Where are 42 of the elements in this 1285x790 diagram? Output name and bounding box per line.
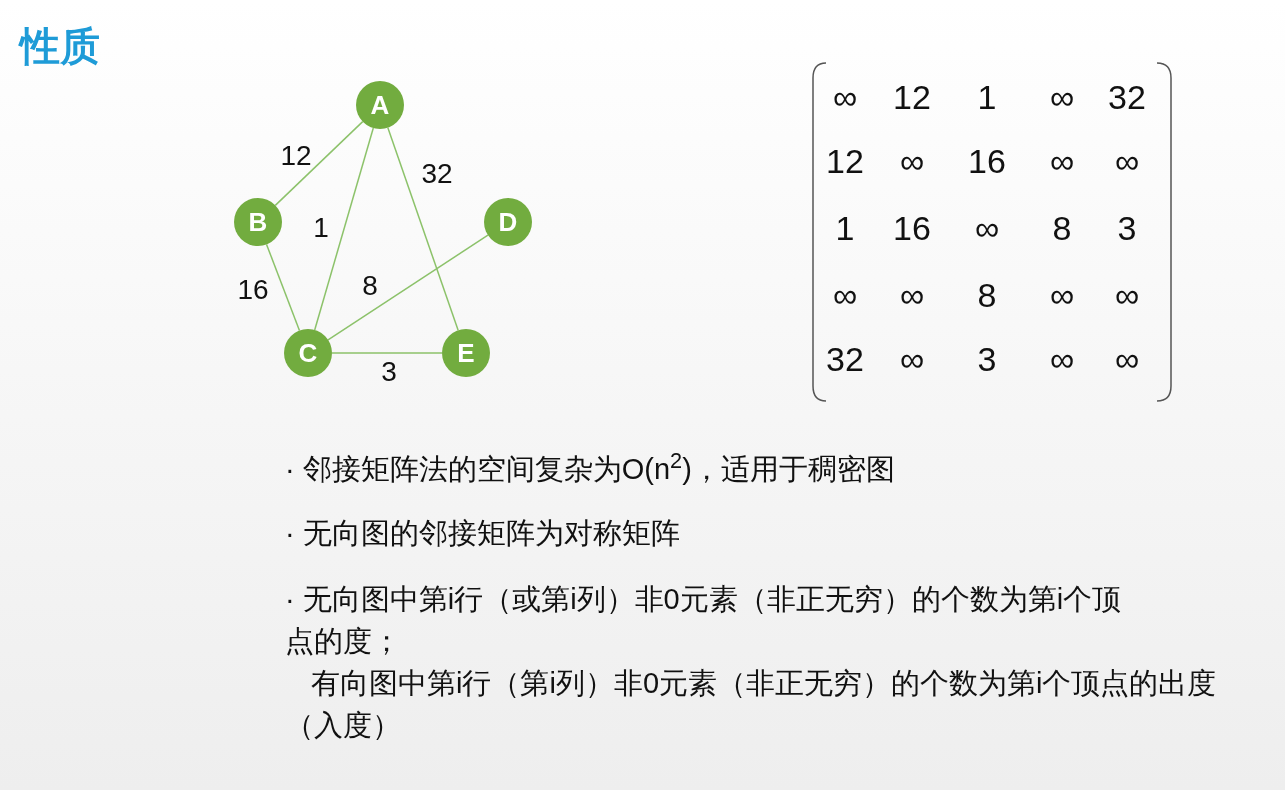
matrix-cell: 1: [977, 80, 997, 114]
matrix-cell: ∞: [1049, 80, 1075, 114]
matrix-cell: ∞: [1114, 278, 1140, 312]
matrix-cell: ∞: [1049, 342, 1075, 376]
matrix-cell: 8: [1052, 211, 1072, 245]
matrix-cell: ∞: [1114, 144, 1140, 178]
matrix-cell: ∞: [832, 80, 858, 114]
matrix-cell: ∞: [899, 278, 925, 312]
matrix-cell: 16: [968, 144, 1006, 178]
matrix-cell: 32: [1108, 80, 1146, 114]
edge-label: 32: [421, 160, 453, 188]
bullet-text: 有向图中第i行（第i列）非0元素（非正无穷）的个数为第i个顶点的出度（入度）: [285, 666, 1218, 743]
edge-line: [331, 352, 443, 354]
edge-label: 16: [237, 276, 269, 304]
matrix-cell: 16: [893, 211, 931, 245]
matrix-cell: ∞: [974, 211, 1000, 245]
matrix-cell: ∞: [1049, 278, 1075, 312]
bullet-text: · 邻接矩阵法的空间复杂为O(n$^{2}$)，适用于稠密图: [285, 448, 896, 487]
bullet-text: · 无向图中第i行（或第i列）非0元素（非正无穷）的个数为第i个顶点的度；: [285, 582, 1123, 659]
matrix-cell: 1: [835, 211, 855, 245]
matrix-cell: 8: [977, 278, 997, 312]
matrix-cell: 32: [826, 342, 864, 376]
edge-label: 8: [362, 272, 378, 300]
matrix-cell: ∞: [899, 144, 925, 178]
matrix-cell: 3: [977, 342, 997, 376]
matrix-cell: 12: [826, 144, 864, 178]
edge-label: 12: [280, 142, 312, 170]
edge-label: 3: [381, 358, 397, 386]
edge-line: [265, 243, 301, 332]
slide-title: 性质: [20, 26, 100, 66]
matrix-cell: ∞: [899, 342, 925, 376]
matrix-cell: ∞: [832, 278, 858, 312]
edge-line: [387, 126, 459, 332]
edge-line: [327, 234, 489, 341]
matrix-cell: ∞: [1114, 342, 1140, 376]
edge-line: [274, 120, 364, 207]
matrix-cell: 12: [893, 80, 931, 114]
matrix-cell: ∞: [1049, 144, 1075, 178]
bullet-text: · 无向图的邻接矩阵为对称矩阵: [285, 516, 681, 551]
edge-label: 1: [313, 214, 329, 242]
matrix-cell: 3: [1117, 211, 1137, 245]
edge-line: [313, 127, 375, 331]
